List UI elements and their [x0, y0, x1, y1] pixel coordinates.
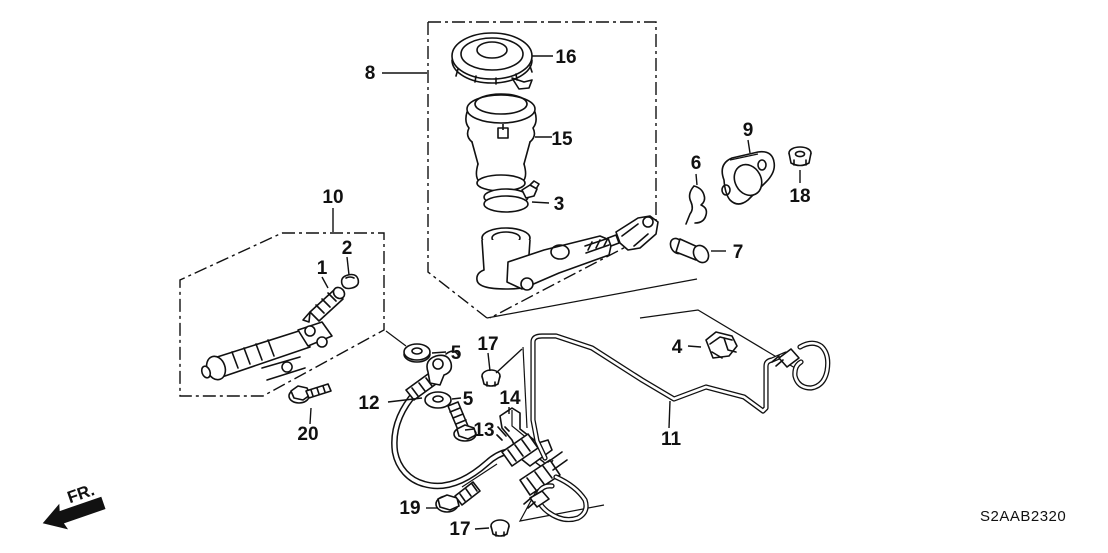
callout-20: 20 — [297, 424, 318, 445]
retainer-clip-part — [685, 185, 708, 225]
callout-1: 1 — [317, 258, 328, 279]
slave-cylinder-part — [200, 321, 333, 381]
bleeder-cap-part — [340, 273, 360, 290]
callout-labels: 8 16 15 3 10 1 2 20 5 12 5 13 17 14 19 1… — [297, 47, 810, 540]
callout-14: 14 — [499, 388, 521, 409]
callout-5a: 5 — [451, 343, 462, 364]
hose-clamp-part — [483, 180, 540, 213]
front-arrow-icon — [42, 496, 106, 530]
reservoir-cap-part — [451, 32, 533, 90]
nut-18-part — [788, 146, 812, 167]
diagram-code: S2AAB2320 — [980, 508, 1066, 525]
callout-6: 6 — [691, 153, 702, 174]
pin-part — [669, 237, 710, 264]
callout-17b: 17 — [449, 519, 470, 540]
washer-5b-part — [424, 391, 452, 409]
bolt-20-part — [288, 383, 332, 404]
detail-box-8 — [427, 21, 657, 319]
callout-9: 9 — [743, 120, 754, 141]
bolt-19-part — [435, 481, 481, 513]
callout-18: 18 — [789, 186, 810, 207]
nut-17b-part — [490, 519, 510, 537]
callout-7: 7 — [733, 242, 744, 263]
callout-13: 13 — [473, 420, 494, 441]
front-direction-indicator: FR. — [42, 480, 106, 530]
washer-5a-part — [403, 343, 431, 363]
callout-19: 19 — [399, 498, 420, 519]
bolt-13-part — [447, 401, 477, 442]
callout-17a: 17 — [477, 334, 498, 355]
callout-5b: 5 — [463, 389, 474, 410]
pipe-clip-part — [705, 331, 738, 359]
callout-2: 2 — [342, 238, 353, 259]
hose-damper-part — [501, 433, 568, 496]
bleeder-screw-part — [302, 286, 346, 323]
callout-8: 8 — [365, 63, 376, 84]
callout-12: 12 — [358, 393, 379, 414]
callout-15: 15 — [551, 129, 573, 150]
reservoir-part — [465, 93, 537, 192]
callout-3: 3 — [554, 194, 565, 215]
flange-gasket-part — [721, 150, 776, 205]
callout-10: 10 — [322, 187, 343, 208]
nut-17a-part — [481, 369, 501, 387]
clutch-hose-part — [391, 350, 546, 490]
leader-lines — [309, 55, 801, 530]
callout-16: 16 — [555, 47, 576, 68]
callout-11: 11 — [661, 429, 682, 450]
callout-4: 4 — [672, 337, 683, 358]
clutch-pipe-part — [523, 333, 831, 523]
master-cylinder-part — [476, 215, 659, 291]
detail-box-10 — [179, 232, 385, 397]
